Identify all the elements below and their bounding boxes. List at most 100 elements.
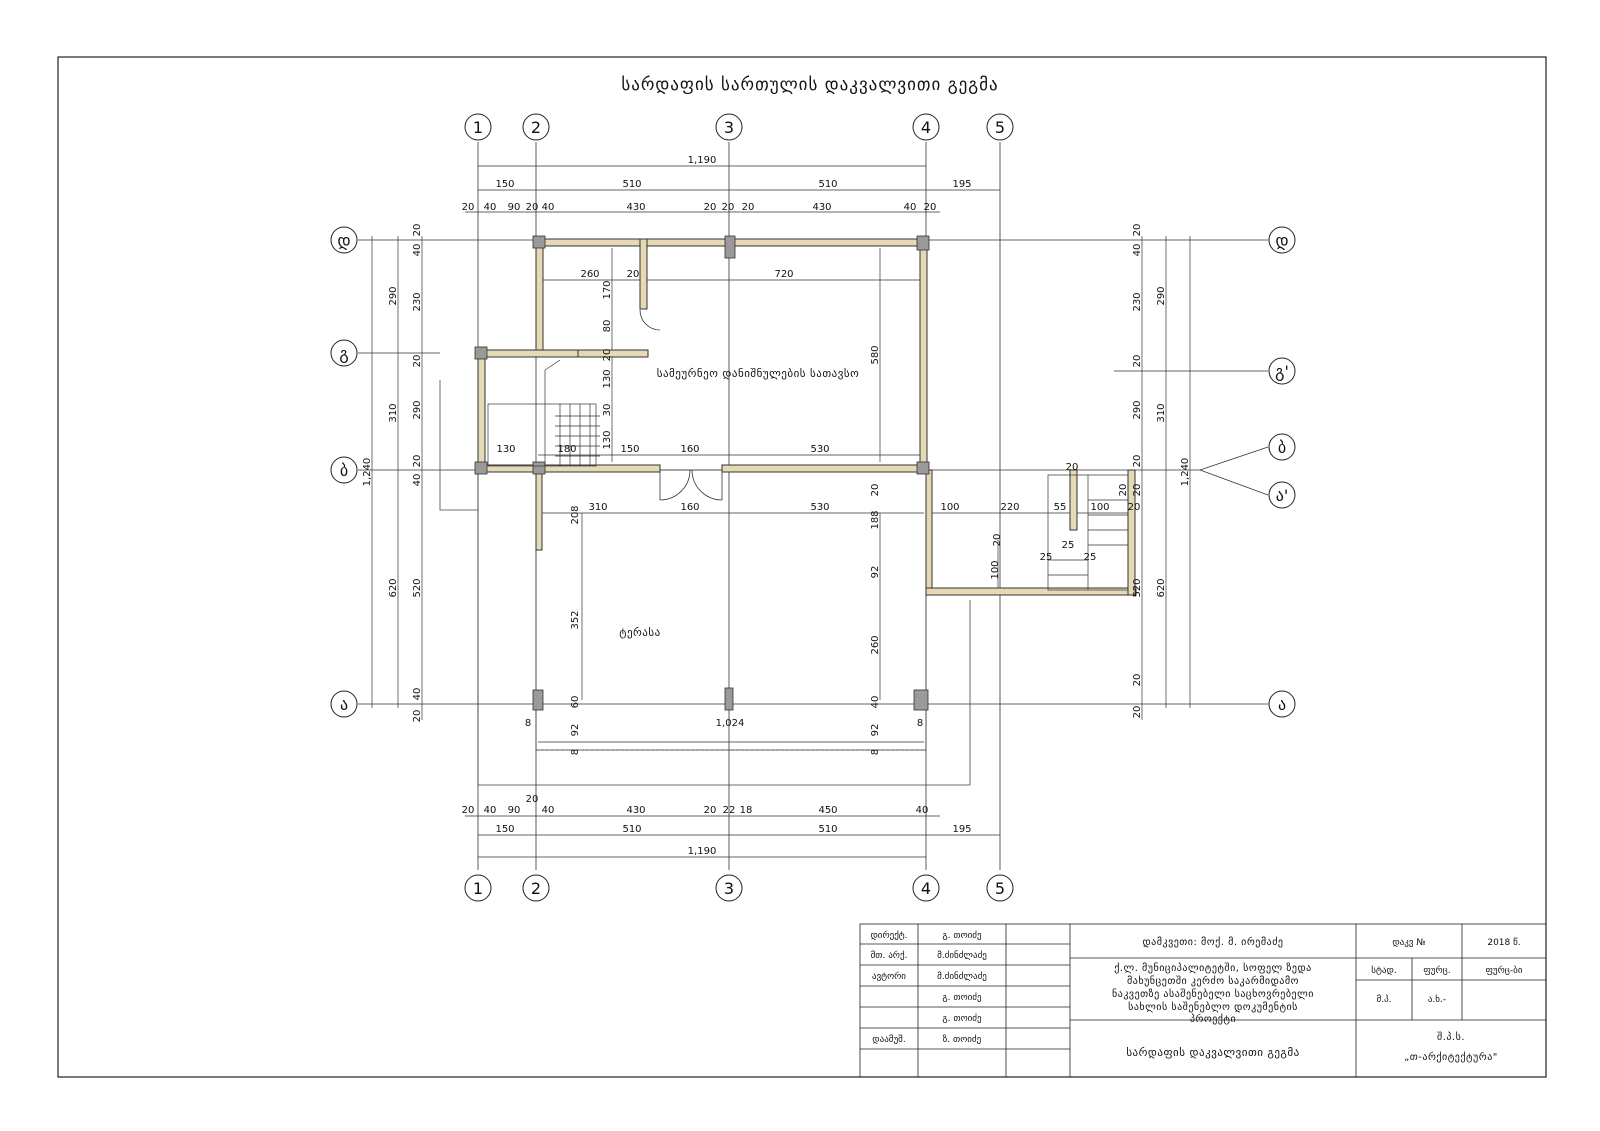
axis-marker-left: გ (339, 344, 348, 363)
dim-interior: 160 (680, 502, 699, 513)
title-block-page-label: ფურც. (1423, 965, 1450, 976)
dim-interior: 25 (1040, 552, 1053, 563)
axis-marker-left: ა (340, 695, 348, 714)
dimension-bottom-total: 1,190 (688, 846, 717, 857)
dim-interior: 25 (1084, 552, 1097, 563)
dim-right-detail: 20 (1132, 455, 1143, 468)
axis-marker-bottom-circle (986, 874, 1014, 902)
title-block-project-line-2: მახუნცეთში კერძო საკარმიდამო (1127, 975, 1299, 987)
axis-marker-right-circle (1268, 433, 1296, 461)
dim-top-detail: 20 (704, 202, 717, 213)
dim-interior: 20 (1128, 502, 1141, 513)
dim-bottom-detail: 40 (542, 805, 555, 816)
dim-interior: 310 (588, 502, 607, 513)
title-block-client: დამკვეთი: მოქ. მ. ირემაძე (1143, 936, 1284, 948)
dim-bottom-detail: 20 (704, 805, 717, 816)
dim-bottom-detail: 22 (723, 805, 736, 816)
dim-interior: 130 (602, 430, 613, 449)
dim-interior: 130 (602, 369, 613, 388)
axis-marker-top-circle (715, 113, 743, 141)
dim-bottom-segment: 510 (818, 824, 837, 835)
title-block-role-3: ავტორი (872, 971, 906, 982)
dim-top-detail: 430 (626, 202, 645, 213)
axis-marker-bottom-circle (912, 874, 940, 902)
dim-left-detail: 40 (412, 474, 423, 487)
title-block-company-1: შ.პ.ს. (1437, 1031, 1465, 1043)
dim-interior: 60 (570, 696, 581, 709)
axis-marker-top-circle (522, 113, 550, 141)
dim-interior: 100 (940, 502, 959, 513)
dim-interior: 188 (870, 510, 881, 529)
axis-marker-bottom: 5 (995, 879, 1005, 898)
axis-marker-top-circle (464, 113, 492, 141)
dim-interior: 20 (1118, 484, 1129, 497)
dim-right-detail: 520 (1132, 578, 1143, 597)
dim-left-detail: 20 (412, 710, 423, 723)
dim-interior: 352 (570, 610, 581, 629)
dim-left-detail: 40 (412, 244, 423, 257)
title-block-role-1: დირექტ. (870, 930, 907, 941)
title-block-order-label: დაკვ № (1392, 938, 1425, 948)
axis-marker-top: 2 (531, 118, 541, 137)
dim-right-detail: 20 (1132, 224, 1143, 237)
dim-interior: 92 (870, 724, 881, 737)
axis-marker-right-circle (1268, 481, 1296, 509)
axis-marker-right-circle (1268, 357, 1296, 385)
dim-top-segment: 510 (818, 179, 837, 190)
dim-right-total: 1,240 (1180, 458, 1191, 487)
dim-right-segment: 310 (1156, 403, 1167, 422)
title-block-sheet-title: სარდაფის დაკვალვითი გეგმა (1126, 1046, 1299, 1059)
columns (474, 235, 930, 711)
dim-top-detail: 20 (722, 202, 735, 213)
dim-top-detail: 40 (484, 202, 497, 213)
dim-left-detail: 20 (412, 455, 423, 468)
title-block-company-2: „თ-არქიტექტურა" (1404, 1051, 1498, 1063)
dim-right-detail: 20 (1132, 484, 1143, 497)
dim-bottom-total: 1,190 (688, 846, 717, 857)
dim-interior: 30 (602, 404, 613, 417)
axis-marker-top-circle (912, 113, 940, 141)
dim-bottom-segment: 510 (622, 824, 641, 835)
dim-left-detail: 520 (412, 578, 423, 597)
axis-marker-bottom-circle (715, 874, 743, 902)
axis-marker-right: დ (1275, 231, 1288, 250)
dim-left-detail: 230 (412, 292, 423, 311)
title-block-name-5: გ. თოიძე (942, 1013, 982, 1024)
dim-interior: 150 (620, 444, 639, 455)
dim-left-detail: 20 (412, 224, 423, 237)
title-block-name-6: ზ. თოიძე (943, 1034, 982, 1045)
dim-interior: 220 (1000, 502, 1019, 513)
dim-left-segment: 290 (388, 286, 399, 305)
axis-markers-right: დგ'ბა'ა (1268, 226, 1296, 718)
dim-interior: 160 (680, 444, 699, 455)
title-block-year: 2018 წ. (1487, 937, 1520, 948)
dim-interior: 92 (570, 724, 581, 737)
axis-marker-bottom: 3 (724, 879, 734, 898)
dim-right-detail: 40 (1132, 244, 1143, 257)
dim-interior: 260 (870, 635, 881, 654)
dim-interior: 8 (570, 749, 581, 755)
room-label-storage: სამეურნეო დანიშნულების სათავსო (657, 367, 860, 380)
dim-right-detail: 20 (1132, 706, 1143, 719)
dim-interior: 20 (627, 269, 640, 280)
room-label-terrace: ტერასა (619, 626, 660, 639)
axis-marker-right: ა' (1276, 486, 1289, 505)
dim-interior: 170 (602, 280, 613, 299)
dim-bottom-detail: 20 (462, 805, 475, 816)
dim-interior: 8 (525, 718, 531, 729)
drawing-title: სარდაფის სართულის დაკვალვითი გეგმა (621, 75, 998, 95)
dim-right-detail: 290 (1132, 400, 1143, 419)
dim-right-detail: 20 (1132, 674, 1143, 687)
title-block-project-line-1: ქ.ლ. მუნიციპალიტეტში, სოფელ ზედა (1114, 962, 1311, 974)
title-block-project-line-4: სახლის საშენებლო დოკუმენტის (1128, 1001, 1298, 1013)
dim-interior: 180 (557, 444, 576, 455)
dim-interior: 40 (870, 696, 881, 709)
